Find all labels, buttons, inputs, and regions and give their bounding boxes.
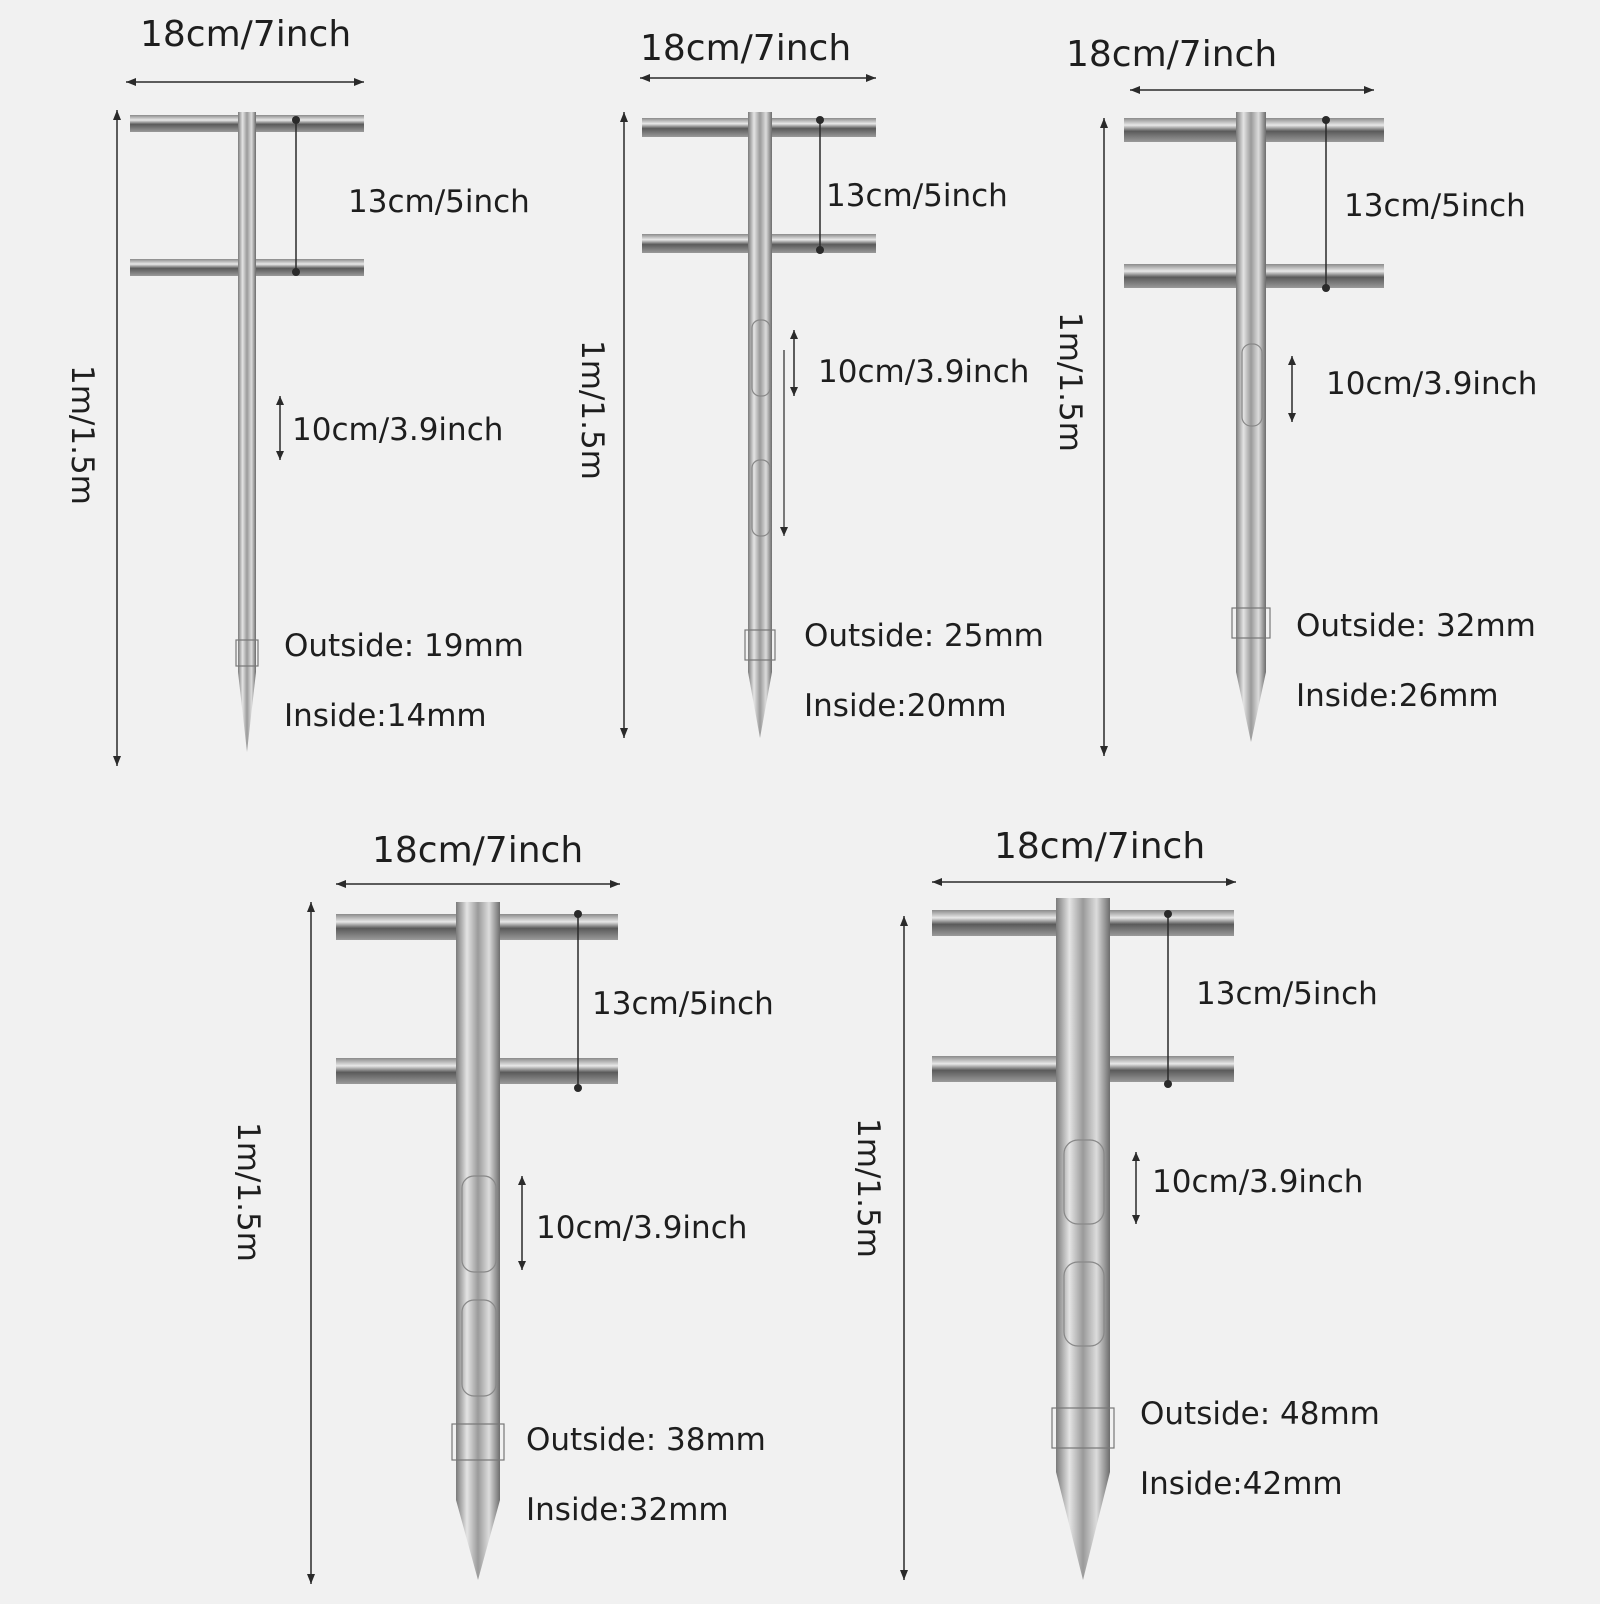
probe-38mm: 18cm/7inch 13cm/5inch 10cm/3.9inch 1m/1.… [230, 830, 774, 1584]
probe-tip [1056, 1472, 1110, 1580]
probe-tip [1236, 672, 1266, 742]
probe-slot [1063, 1261, 1105, 1347]
probe-shaft [1056, 898, 1110, 1472]
handle-gap-marker [816, 246, 824, 254]
probe-19mm: 18cm/7inch 13cm/5inch 10cm/3.9inch 1m/1.… [64, 14, 530, 766]
handle-gap-label: 13cm/5inch [1196, 976, 1378, 1012]
inside-diameter-label: Inside:42mm [1140, 1466, 1343, 1502]
width-label: 18cm/7inch [140, 14, 351, 55]
handle-gap-label: 13cm/5inch [592, 986, 774, 1022]
width-label: 18cm/7inch [1066, 34, 1277, 75]
slot-dimension-arrows [1132, 1152, 1140, 1224]
inside-diameter-label: Inside:20mm [804, 688, 1007, 724]
handle-gap-marker [292, 268, 300, 276]
probe-slot [461, 1175, 497, 1273]
probe-25mm: 18cm/7inch 13cm/5inch 10cm/3.9inch 1m/1.… [574, 28, 1044, 738]
probe-collar [1051, 1407, 1115, 1449]
length-label: 1m/1.5m [574, 340, 610, 480]
slot-label: 10cm/3.9inch [536, 1210, 747, 1246]
length-label: 1m/1.5m [850, 1118, 886, 1258]
length-label: 1m/1.5m [1052, 312, 1088, 452]
slot-label: 10cm/3.9inch [818, 354, 1029, 390]
handle-gap-marker [574, 1084, 582, 1092]
width-label: 18cm/7inch [372, 830, 583, 871]
handle-gap-marker [1164, 1080, 1172, 1088]
probe-slot [751, 319, 771, 397]
slot-label: 10cm/3.9inch [1326, 366, 1537, 402]
inside-diameter-label: Inside:26mm [1296, 678, 1499, 714]
probe-tip [238, 672, 256, 752]
handle-gap-marker [1322, 116, 1330, 124]
probe-collar [235, 639, 259, 667]
handle-gap-marker [1164, 910, 1172, 918]
handle-gap-label: 13cm/5inch [348, 184, 530, 220]
length-label: 1m/1.5m [64, 365, 100, 505]
probe-shaft [456, 902, 500, 1500]
probe-slot [461, 1299, 497, 1397]
width-label: 18cm/7inch [994, 826, 1205, 867]
inside-diameter-label: Inside:14mm [284, 698, 487, 734]
outside-diameter-label: Outside: 38mm [526, 1422, 766, 1458]
probe-collar [1231, 607, 1271, 639]
outside-diameter-label: Outside: 48mm [1140, 1396, 1380, 1432]
slot-label: 10cm/3.9inch [1152, 1164, 1363, 1200]
probe-slot [1063, 1139, 1105, 1225]
probe-shaft [1236, 112, 1266, 672]
probe-48mm: 18cm/7inch 13cm/5inch 10cm/3.9inch 1m/1.… [850, 826, 1380, 1580]
probe-collar [744, 629, 776, 661]
handle-gap-marker [574, 910, 582, 918]
probe-shaft [238, 112, 256, 672]
handle-gap-marker [816, 116, 824, 124]
probe-tip [456, 1500, 500, 1580]
slot-label: 10cm/3.9inch [292, 412, 503, 448]
probe-collar [451, 1423, 505, 1461]
handle-gap-marker [1322, 284, 1330, 292]
handle-gap-label: 13cm/5inch [826, 178, 1008, 214]
outside-diameter-label: Outside: 19mm [284, 628, 524, 664]
probe-32mm: 18cm/7inch 13cm/5inch 10cm/3.9inch 1m/1.… [1052, 34, 1537, 756]
probe-tip [748, 672, 772, 738]
handle-gap-label: 13cm/5inch [1344, 188, 1526, 224]
width-label: 18cm/7inch [640, 28, 851, 69]
handle-gap-marker [292, 116, 300, 124]
outside-diameter-label: Outside: 25mm [804, 618, 1044, 654]
probe-slot [751, 459, 771, 537]
inside-diameter-label: Inside:32mm [526, 1492, 729, 1528]
probe-slot [1241, 343, 1263, 427]
outside-diameter-label: Outside: 32mm [1296, 608, 1536, 644]
slot-span-arrow [780, 527, 788, 536]
length-label: 1m/1.5m [230, 1122, 266, 1262]
probe-shaft [748, 112, 772, 672]
